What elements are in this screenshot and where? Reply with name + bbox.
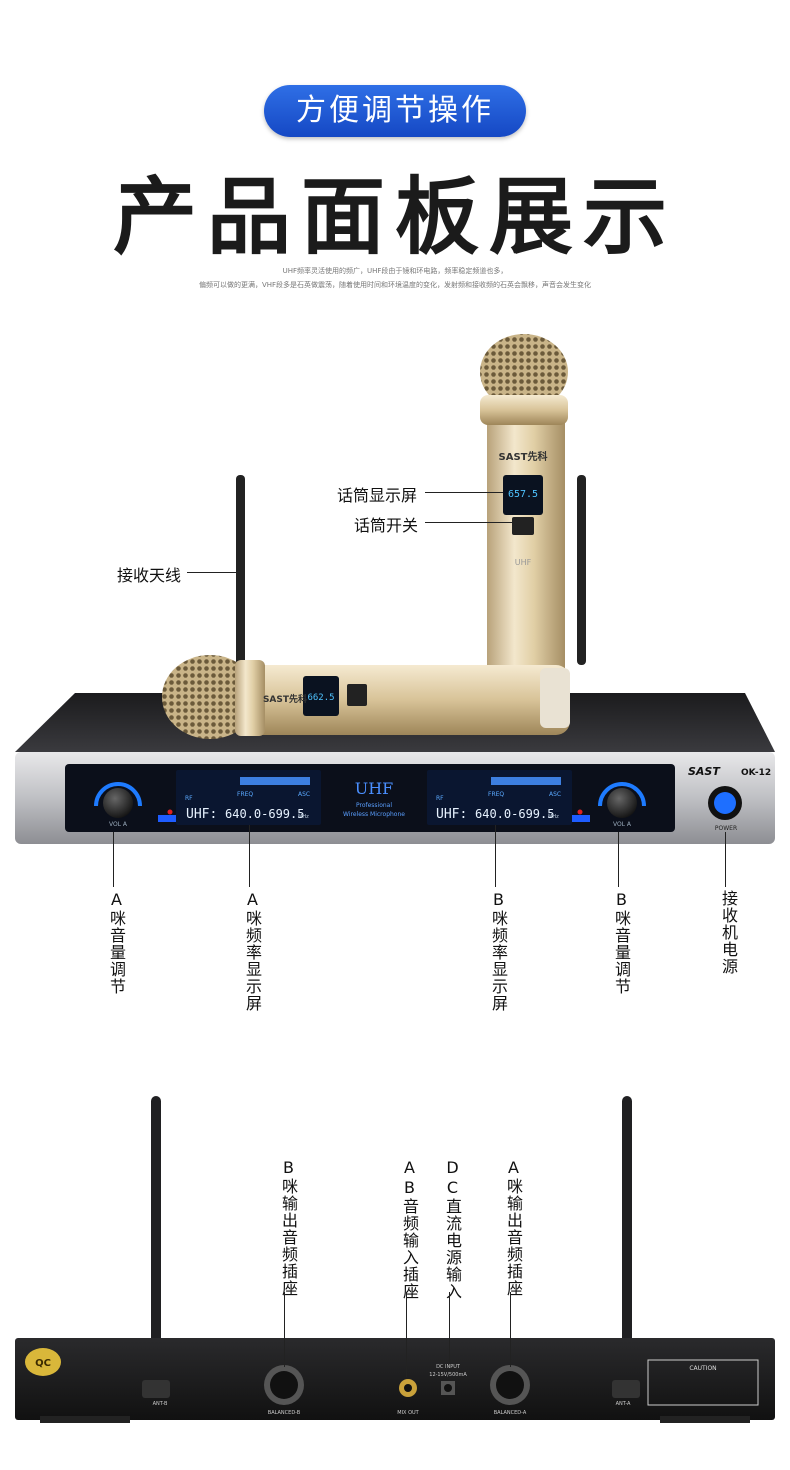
svg-text:DC INPUT: DC INPUT — [436, 1364, 461, 1370]
label-b-out: B咪输出音频插座 — [279, 1158, 298, 1297]
label-mic-display: 话筒显示屏 — [337, 486, 418, 505]
svg-text:ANT-B: ANT-B — [153, 1401, 168, 1407]
svg-text:MHz: MHz — [548, 814, 559, 820]
svg-text:RF: RF — [185, 795, 193, 802]
svg-text:12-15V/500mA: 12-15V/500mA — [429, 1372, 467, 1378]
leader-b-out — [284, 1292, 285, 1367]
svg-text:VOL A: VOL A — [109, 821, 128, 828]
svg-text:640.0-699.5: 640.0-699.5 — [225, 807, 304, 821]
svg-text:MIX OUT: MIX OUT — [397, 1410, 419, 1416]
label-antenna: 接收天线 — [117, 566, 182, 585]
svg-text:POWER: POWER — [715, 825, 737, 832]
label-a-out: A咪输出音频插座 — [504, 1158, 523, 1297]
svg-text:SAST先科: SAST先科 — [263, 693, 307, 705]
svg-text:ASC: ASC — [549, 791, 561, 798]
leader-mic-display — [425, 492, 503, 493]
rear-antenna-b — [151, 1096, 161, 1396]
volume-knob-b — [607, 788, 637, 818]
antenna-right — [577, 475, 586, 665]
caution-label — [647, 1359, 759, 1406]
mic-display-freq: 657.5 — [508, 489, 538, 500]
svg-text:OK-12: OK-12 — [741, 768, 771, 778]
svg-text:ANT-A: ANT-A — [616, 1401, 631, 1407]
svg-text:FREQ: FREQ — [488, 791, 504, 798]
leader-dc-in — [449, 1292, 450, 1362]
svg-text:UHF: UHF — [515, 558, 532, 567]
qc-sticker — [25, 1348, 61, 1376]
leader-b-vol — [618, 832, 619, 887]
leader-power — [725, 832, 726, 887]
receiver-front-illustration: 657.5 SAST先科 UHF 662.5 SAST先科 VOL A RF F… — [15, 334, 775, 844]
label-dc-in: DC直流电源输入 — [443, 1158, 462, 1300]
description-line-1: UHF频率灵活使用的频广，UHF段由于镜和环电路，频率稳定频道也多， — [282, 267, 508, 275]
svg-text:Professional: Professional — [356, 802, 392, 809]
svg-text:QC: QC — [35, 1358, 51, 1369]
label-power: 接收机电源 — [719, 890, 738, 975]
description-line-2: 偏频可以做的更满，VHF段多是石英做震荡，随着使用时间和环境温度的变化，发射频和… — [198, 281, 592, 289]
label-ab-in: AB音频输入插座 — [400, 1158, 419, 1300]
svg-text:RF: RF — [436, 795, 444, 802]
svg-text:SAST: SAST — [688, 765, 721, 778]
leader-antenna — [187, 572, 236, 573]
page-title: 产品面板展示 — [112, 168, 677, 266]
receiver-rear-illustration: QC ANT-B ANT-A BALANCED-B MIX OUT DC INP… — [15, 1096, 775, 1423]
label-b-vol: B咪音量调节 — [612, 890, 631, 995]
standing-microphone: 657.5 SAST先科 UHF — [480, 334, 568, 740]
leader-mic-switch — [425, 522, 512, 523]
rear-panel — [15, 1338, 775, 1420]
svg-text:UHF:: UHF: — [186, 807, 217, 822]
rear-antenna-a — [622, 1096, 632, 1396]
laying-microphone: 662.5 SAST先科 — [162, 655, 570, 739]
leader-a-out — [510, 1292, 511, 1367]
label-a-vol: A咪音量调节 — [107, 890, 126, 995]
label-b-freq: B咪频率显示屏 — [489, 890, 508, 1012]
svg-text:ASC: ASC — [298, 791, 310, 798]
svg-text:SAST先科: SAST先科 — [499, 450, 548, 463]
leader-a-vol — [113, 832, 114, 887]
svg-text:662.5: 662.5 — [307, 693, 334, 703]
svg-text:BALANCED-A: BALANCED-A — [494, 1410, 527, 1416]
leader-a-freq — [249, 825, 250, 887]
svg-text:FREQ: FREQ — [237, 791, 253, 798]
section-pill: 方便调节操作 — [264, 85, 526, 137]
svg-text:CAUTION: CAUTION — [689, 1365, 716, 1372]
label-a-freq: A咪频率显示屏 — [243, 890, 262, 1012]
svg-text:Wireless Microphone: Wireless Microphone — [343, 811, 405, 818]
svg-text:640.0-699.5: 640.0-699.5 — [475, 807, 554, 821]
leader-b-freq — [495, 825, 496, 887]
svg-text:UHF: UHF — [355, 779, 394, 798]
svg-text:UHF:: UHF: — [436, 807, 467, 822]
volume-knob-a — [103, 788, 133, 818]
leader-ab-in — [406, 1292, 407, 1377]
svg-text:BALANCED-B: BALANCED-B — [268, 1410, 301, 1416]
antenna-left — [236, 475, 245, 665]
svg-text:VOL A: VOL A — [613, 821, 632, 828]
svg-text:MHz: MHz — [298, 814, 309, 820]
label-mic-switch: 话筒开关 — [354, 516, 419, 535]
